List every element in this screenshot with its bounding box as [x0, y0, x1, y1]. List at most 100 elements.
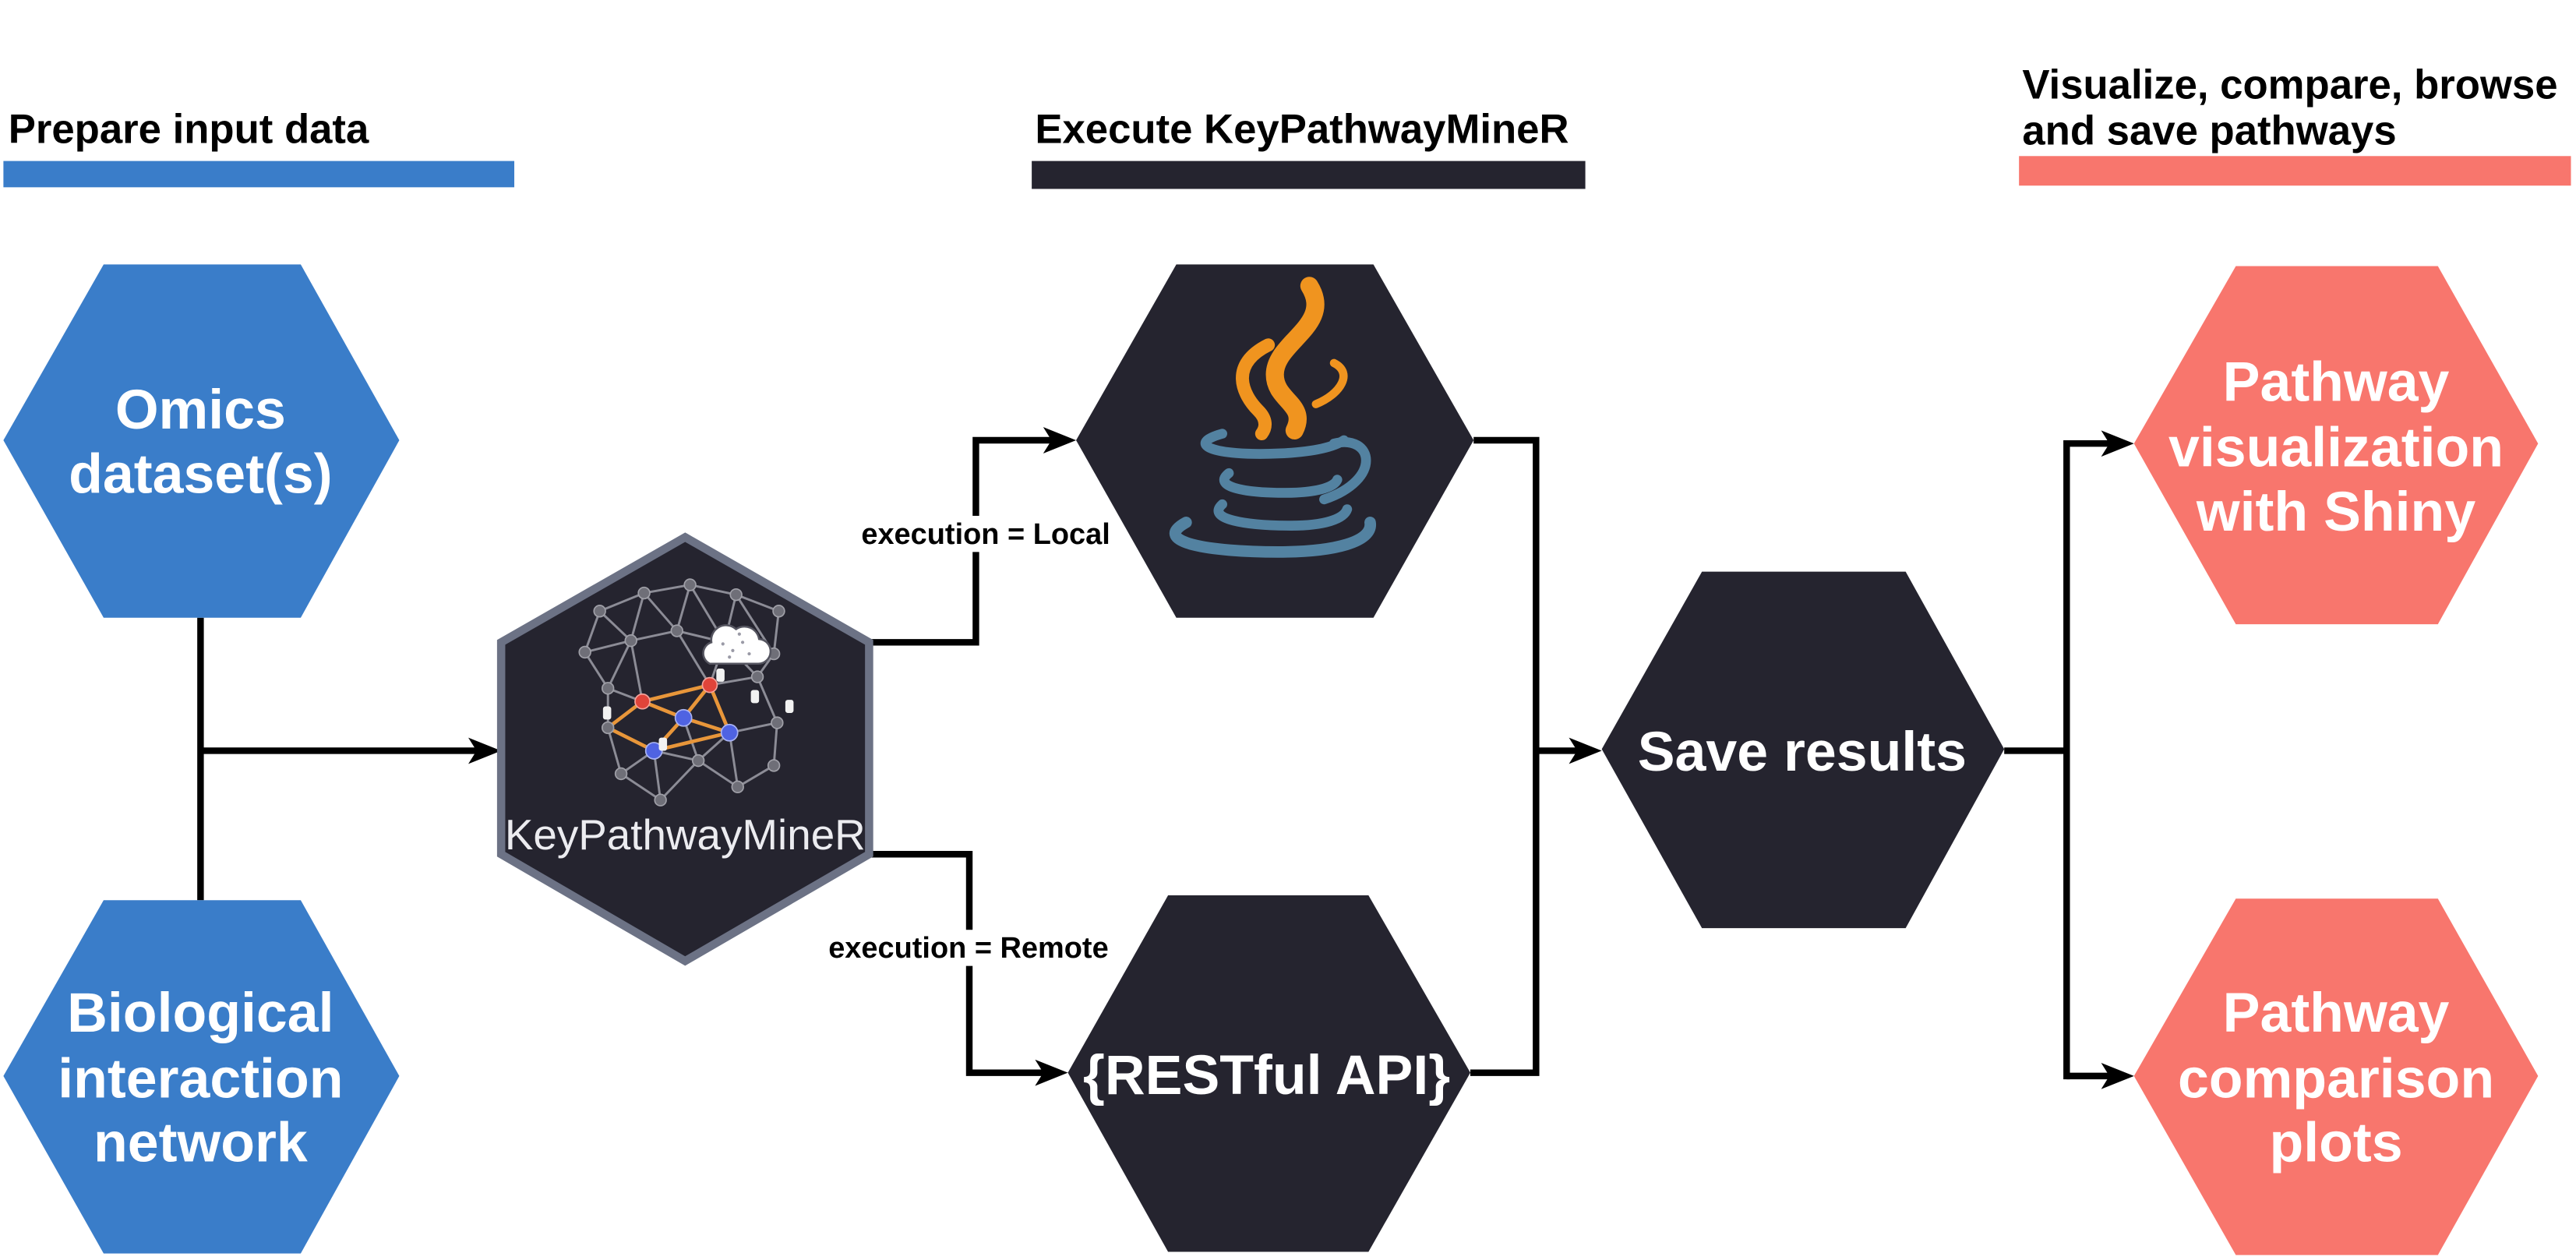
node-label-line: Omics — [115, 379, 286, 441]
node-label-line: comparison — [2178, 1047, 2494, 1110]
network-graph-logo — [578, 578, 794, 806]
edge-label-text: execution = Remote — [828, 932, 1108, 965]
network-edge — [584, 610, 602, 653]
agent-figure — [785, 700, 794, 713]
network-node — [614, 767, 628, 781]
section-bar — [2019, 156, 2571, 186]
network-edge — [736, 593, 779, 612]
java-cup-handle — [1319, 437, 1371, 505]
network-edge — [697, 759, 739, 789]
network-edge — [690, 584, 736, 596]
network-node — [593, 605, 606, 618]
network-node — [683, 578, 697, 591]
node-omics-datasets: Omics dataset(s) — [3, 264, 400, 618]
network-node — [601, 682, 615, 695]
node-label: KeyPathwayMineR — [505, 810, 866, 859]
pathway-node-red — [701, 676, 718, 694]
node-label-line: dataset(s) — [69, 443, 332, 505]
section-execute-keypathwayminer: Execute KeyPathwayMineR — [1032, 106, 1586, 189]
network-edge — [644, 584, 690, 595]
node-pathway-visualization-shiny: Pathway visualization with Shiny — [2133, 266, 2539, 625]
network-node — [601, 721, 615, 735]
agent-figure — [750, 690, 760, 704]
node-java-local-execution — [1076, 264, 1474, 618]
network-edge — [676, 584, 692, 631]
network-edge — [736, 764, 775, 789]
java-flame — [1311, 358, 1348, 408]
network-edge — [630, 640, 644, 702]
section-bar — [3, 161, 515, 188]
pathway-edge — [641, 683, 711, 704]
network-edge — [709, 676, 758, 686]
hexagon-shape — [1076, 264, 1474, 618]
hexagon-shape — [1067, 895, 1471, 1252]
java-cup-line — [1213, 499, 1353, 531]
cloud-dot — [740, 641, 745, 644]
node-label-line: plots — [2269, 1112, 2402, 1174]
network-node — [670, 624, 683, 637]
node-pathway-comparison-plots: Pathway comparison plots — [2133, 898, 2539, 1255]
agent-figure — [602, 706, 612, 720]
java-saucer — [1170, 517, 1376, 558]
network-node — [731, 780, 744, 794]
network-node — [729, 588, 743, 602]
network-edge — [599, 591, 645, 612]
network-node — [691, 754, 705, 768]
java-cup-rim — [1200, 429, 1350, 459]
cloud-dot — [737, 632, 741, 636]
network-edge — [584, 639, 632, 654]
section-title: Prepare input data — [9, 106, 369, 152]
cloud-dot — [747, 651, 751, 656]
node-keypathwayminer: KeyPathwayMineR — [496, 532, 873, 966]
node-label-line: with Shiny — [2196, 481, 2475, 543]
network-node — [654, 793, 667, 806]
pathway-node-red — [634, 693, 651, 710]
network-node — [750, 670, 764, 683]
edge-label-text: execution = Local — [861, 518, 1110, 551]
network-node — [772, 605, 785, 618]
label-background — [824, 930, 1113, 966]
node-label-line: Pathway — [2223, 982, 2450, 1044]
node-label-line: interaction — [58, 1047, 343, 1110]
hexagon-shape — [3, 900, 400, 1254]
node-biological-interaction-network: Biological interaction network — [3, 900, 400, 1254]
cloud-dot — [731, 648, 735, 652]
network-edge — [598, 610, 632, 642]
node-label-line: Biological — [67, 982, 333, 1044]
network-edge — [606, 727, 623, 775]
node-label-line: network — [94, 1112, 308, 1174]
hexagon-shape — [3, 264, 400, 618]
network-edge — [606, 640, 633, 689]
network-edge — [772, 611, 780, 655]
node-label: Save results — [1638, 721, 1967, 783]
pathway-node-blue — [720, 723, 739, 742]
network-edge — [643, 592, 678, 632]
node-label: {RESTful API} — [1083, 1044, 1450, 1106]
network-node — [767, 759, 781, 772]
cloud-dot — [721, 642, 725, 646]
cloud-dot — [728, 655, 732, 659]
network-edge — [584, 651, 609, 690]
section-title-line-1: Visualize, compare, browse — [2022, 62, 2557, 108]
network-node — [637, 586, 651, 600]
network-edge — [620, 772, 662, 801]
label-background — [857, 515, 1114, 552]
network-node — [771, 716, 784, 729]
section-title: Execute KeyPathwayMineR — [1035, 106, 1569, 152]
hexagon-shape — [1601, 571, 2005, 929]
hexagon-shape — [2133, 898, 2539, 1255]
network-node — [624, 634, 637, 648]
node-save-results: Save results — [1601, 571, 2005, 929]
network-edge — [772, 722, 778, 766]
java-icon — [1170, 277, 1376, 558]
java-flame — [1265, 277, 1325, 439]
node-label-line: Pathway — [2223, 351, 2450, 413]
hexagon-shape — [2133, 266, 2539, 625]
section-prepare-input-data: Prepare input data — [3, 106, 515, 188]
node-restful-api: {RESTful API} — [1067, 895, 1471, 1252]
connector-results-merge — [1470, 436, 1540, 1076]
section-visualize-compare-browse-save: Visualize, compare, browse and save path… — [2019, 62, 2571, 186]
network-edge — [630, 592, 646, 641]
cloud-icon — [702, 624, 772, 665]
